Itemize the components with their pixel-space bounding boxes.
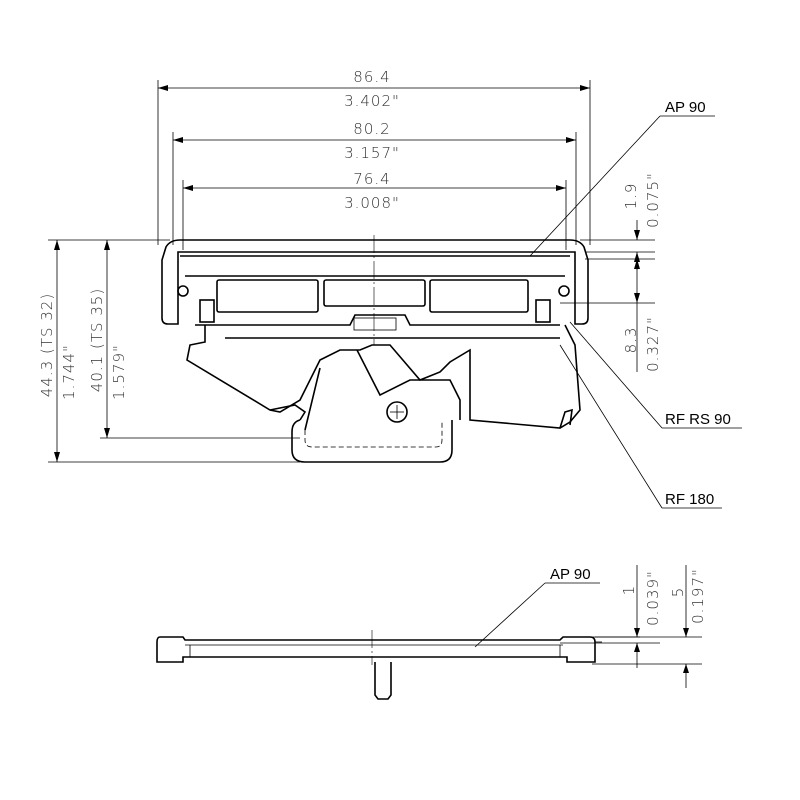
label-rf180-text: RF 180 <box>665 491 714 508</box>
dimension-height-ts35: 40.1 (TS 35) 1.579" <box>88 240 300 439</box>
dimension-width-overall: 86.4 3.402" <box>157 68 591 245</box>
dimension-thickness-small: 1 0.039" <box>560 565 702 668</box>
dim-ts35-mm: 40.1 (TS 35) <box>88 288 106 392</box>
dim-ts32-mm: 44.3 (TS 32) <box>38 293 56 397</box>
label-rf-rs90-text: RF RS 90 <box>665 411 731 428</box>
dim-mid-in: 3.157" <box>344 144 400 162</box>
dim-cover-mm: 1.9 <box>622 183 640 210</box>
dim-rail-in: 0.327" <box>644 316 662 372</box>
dim-large-mm: 5 <box>669 587 687 598</box>
dim-ts32-in: 1.744" <box>60 344 78 400</box>
dim-overall-in: 3.402" <box>344 92 400 110</box>
cover-plate <box>161 239 589 325</box>
screw-left <box>177 285 189 297</box>
dim-small-in: 0.039" <box>644 570 662 626</box>
dim-small-mm: 1 <box>620 585 638 596</box>
label-ap90-text: AP 90 <box>665 99 706 116</box>
dimension-width-mid: 80.2 3.157" <box>172 120 577 245</box>
label-rf-rs90: RF RS 90 <box>569 321 742 429</box>
label-ap90-bottom: AP 90 <box>474 566 600 648</box>
label-ap90-bottom-text: AP 90 <box>550 566 591 583</box>
dim-ts35-in: 1.579" <box>110 344 128 400</box>
dimension-width-inner: 76.4 3.008" <box>182 170 567 250</box>
dim-large-in: 0.197" <box>689 568 707 624</box>
label-ap90-top: AP 90 <box>529 99 715 257</box>
label-rf180: RF 180 <box>559 344 722 509</box>
pivot-pin <box>386 401 408 423</box>
end-bracket-section <box>161 235 589 463</box>
dim-rail-mm: 8.3 <box>622 327 640 354</box>
dim-inner-in: 3.008" <box>344 194 400 212</box>
dim-mid-mm: 80.2 <box>353 120 390 138</box>
dim-overall-mm: 86.4 <box>353 68 390 86</box>
dimension-cover-thickness: 1.9 0.075" <box>560 172 662 304</box>
dim-inner-mm: 76.4 <box>353 170 390 188</box>
dim-cover-in: 0.075" <box>644 172 662 228</box>
dimension-rail-offset: 8.3 0.327" <box>622 259 662 372</box>
dimension-thickness-large: 5 0.197" <box>669 565 707 688</box>
screw-right <box>558 285 570 297</box>
cover-side-view <box>156 630 596 700</box>
dimension-height-ts32: 44.3 (TS 32) 1.744" <box>38 239 300 463</box>
